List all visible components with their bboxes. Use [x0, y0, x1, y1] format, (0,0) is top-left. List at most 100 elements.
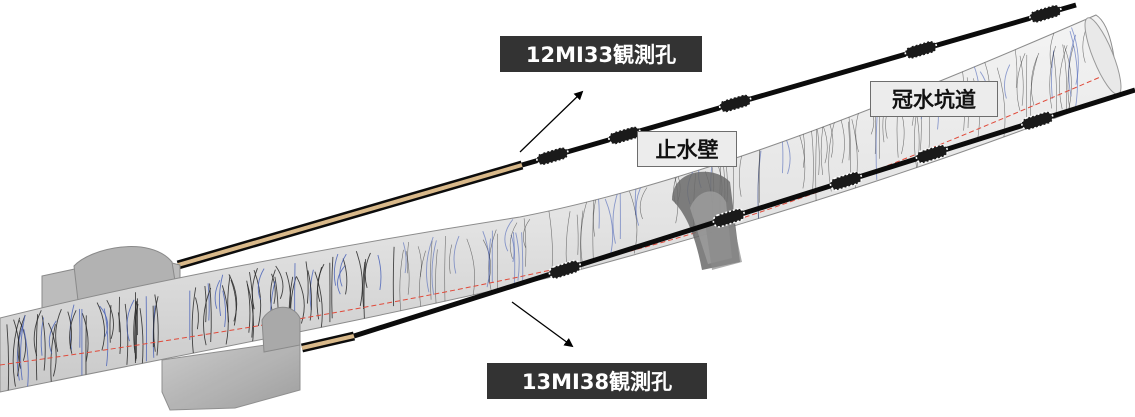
- fracture-blue: [1071, 27, 1079, 85]
- fracture-blue: [20, 315, 26, 381]
- fracture-black: [117, 312, 122, 354]
- fracture-black: [307, 270, 312, 321]
- fracture-black: [154, 294, 159, 356]
- fracture-black: [47, 322, 57, 377]
- fracture-black: [249, 272, 254, 338]
- packer-12mi33: [718, 93, 752, 113]
- fracture-black: [69, 310, 77, 354]
- water-stop-wall-structure: [672, 171, 742, 270]
- fracture-black: [509, 222, 518, 259]
- fracture-black: [203, 287, 212, 346]
- fracture-black: [270, 269, 276, 312]
- packer-13mi38: [829, 171, 863, 191]
- fracture-blue: [222, 290, 227, 328]
- fracture-black: [134, 303, 139, 361]
- packer-13mi38: [548, 259, 582, 280]
- fracture-black: [1059, 45, 1068, 110]
- fracture-black: [33, 310, 42, 357]
- packer-13mi38: [915, 144, 949, 164]
- fracture-black: [576, 214, 579, 255]
- label-flooded-gallery: 冠水坑道: [870, 81, 998, 117]
- fracture-black: [363, 259, 367, 323]
- fracture-black: [191, 287, 197, 355]
- fracture-black: [18, 319, 27, 361]
- fracture-blue: [339, 253, 347, 287]
- fracture-blue: [48, 320, 57, 354]
- packer-12mi33: [1029, 4, 1062, 24]
- fracture-blue: [99, 305, 109, 337]
- fracture-black: [296, 276, 305, 324]
- fracture-black: [67, 311, 72, 349]
- fracture-black: [523, 218, 527, 267]
- fracture-black: [221, 285, 229, 345]
- fracture-blue: [598, 198, 600, 229]
- fracture-black: [580, 200, 588, 268]
- label-12mi33-borehole: 12MI33観測孔: [500, 36, 702, 72]
- fracture-blue: [1068, 34, 1077, 97]
- fracture-black: [848, 121, 850, 161]
- fracture-black: [417, 246, 422, 278]
- fracture-black: [482, 239, 492, 284]
- fracture-black: [435, 249, 438, 307]
- fracture-blue: [604, 198, 614, 258]
- fracture-black: [407, 241, 409, 274]
- fracture-black: [449, 244, 453, 274]
- fracture-blue: [431, 240, 437, 295]
- arrow-to-12mi33-label: [519, 90, 584, 153]
- fracture-black: [6, 324, 10, 392]
- fracture-black: [195, 297, 199, 330]
- fracture-black: [342, 258, 348, 295]
- fracture-black: [13, 319, 21, 377]
- fracture-black: [246, 280, 251, 333]
- fracture-black: [331, 256, 334, 319]
- fracture-blue: [453, 235, 460, 274]
- fracture-blue: [377, 254, 382, 290]
- fracture-blue: [257, 268, 265, 300]
- borehole-12mi33-packers: [536, 4, 1062, 166]
- fracture-black: [317, 263, 325, 302]
- fracture-blue: [402, 242, 407, 274]
- fracture-black: [419, 250, 426, 312]
- fracture-black: [1049, 45, 1056, 109]
- packer-12mi33: [608, 125, 641, 145]
- packer-12mi33: [904, 40, 938, 60]
- front-housing-dome: [261, 306, 301, 353]
- fracture-blue: [78, 308, 81, 348]
- fracture-blue: [1069, 30, 1078, 113]
- fracture-black: [362, 261, 366, 310]
- fracture-blue: [337, 264, 346, 295]
- fracture-blue: [16, 324, 24, 381]
- fracture-blue: [126, 299, 135, 342]
- fracture-blue: [426, 236, 434, 293]
- fracture-blue: [103, 308, 109, 367]
- fracture-blue: [333, 253, 339, 286]
- fracture-black: [106, 299, 114, 339]
- fracture-black: [230, 279, 237, 326]
- fracture-black: [96, 302, 106, 351]
- fracture-blue: [214, 279, 221, 309]
- borehole-13mi38-casing-fill: [301, 334, 355, 350]
- borehole-12mi33: [176, 2, 1077, 270]
- fracture-black: [1016, 53, 1026, 111]
- fracture-blue: [512, 232, 516, 286]
- fracture-black: [228, 274, 238, 322]
- fracture-blue: [218, 274, 224, 316]
- fracture-black: [204, 285, 207, 323]
- packer-12mi33: [536, 146, 569, 166]
- fracture-black: [522, 219, 531, 248]
- fracture-black: [639, 187, 648, 220]
- fracture-blue: [1004, 64, 1011, 99]
- borehole-13mi38: [300, 87, 1135, 353]
- packer-13mi38: [712, 208, 746, 228]
- fracture-black: [364, 252, 371, 289]
- fracture-black: [271, 273, 276, 304]
- fracture-black: [817, 129, 820, 176]
- arrow-to-13mi38-label: [511, 301, 574, 348]
- fracture-black: [17, 314, 26, 369]
- fracture-black: [444, 235, 446, 303]
- fracture-blue: [309, 269, 314, 311]
- fracture-blue: [482, 231, 490, 288]
- fracture-black: [135, 301, 137, 359]
- fracture-black: [41, 315, 46, 371]
